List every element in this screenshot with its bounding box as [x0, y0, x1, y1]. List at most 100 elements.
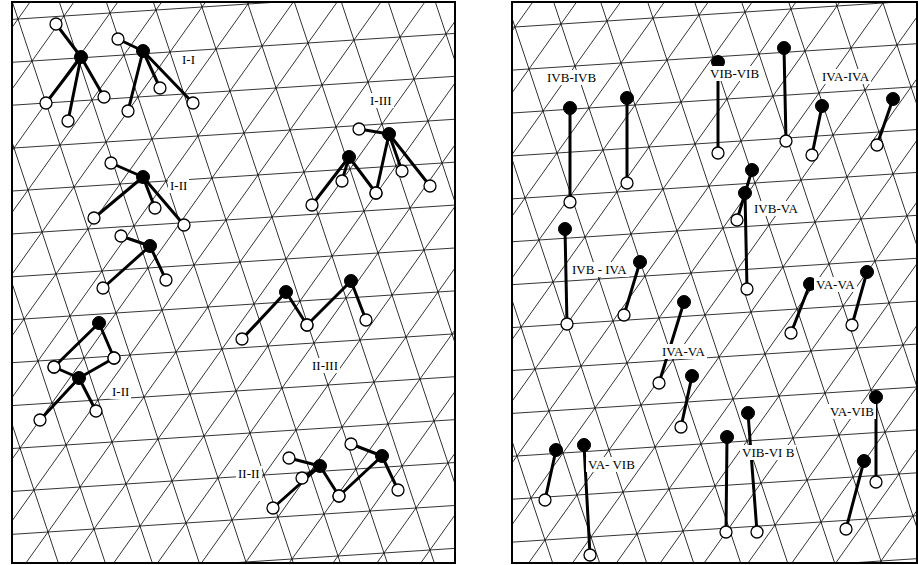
lattice-line [512, 2, 918, 563]
filled-atom [73, 372, 86, 385]
lattice-line [512, 2, 918, 563]
filled-atom [75, 51, 88, 64]
bond-line [846, 461, 864, 529]
open-atom [751, 526, 763, 538]
pair-label: IVA-IVA [820, 69, 871, 84]
lattice-line [625, 2, 918, 563]
pair-label: IVB-VA [752, 201, 800, 216]
bond-line [812, 106, 822, 155]
lattice-line [12, 225, 455, 485]
pair-label: I-III [368, 93, 394, 108]
lattice-line [512, 2, 918, 563]
lattice-line [579, 2, 918, 563]
open-atom [780, 135, 792, 147]
lattice-line [512, 2, 918, 563]
open-atom [806, 149, 818, 161]
open-atom [345, 438, 357, 450]
lattice-line [426, 2, 455, 563]
lattice-line [512, 2, 918, 563]
open-atom [336, 175, 348, 187]
filled-atom [858, 455, 871, 468]
filled-atom [343, 151, 356, 164]
lattice-line [104, 2, 455, 563]
lattice-line [512, 2, 647, 563]
lattice-line [12, 2, 455, 563]
lattice-line [12, 2, 455, 563]
lattice-line [512, 2, 918, 563]
lattice-line [512, 2, 918, 563]
bond-line [242, 292, 286, 339]
lattice-line [129, 2, 455, 563]
filled-atom [686, 370, 699, 383]
lattice-line [12, 267, 455, 527]
bond-line [389, 134, 430, 186]
bond-line [745, 193, 747, 289]
lattice-line [405, 2, 455, 563]
filled-atom [314, 460, 327, 473]
lattice-line [512, 2, 918, 563]
lattice-line [12, 2, 455, 563]
filled-atom [550, 444, 563, 457]
lattice-line [12, 2, 193, 563]
filled-atom [742, 407, 755, 420]
lattice-line [696, 2, 918, 563]
lattice-line [512, 2, 831, 563]
lattice-line [512, 2, 918, 563]
filled-atom [816, 100, 829, 113]
lattice-line [512, 2, 918, 563]
filled-atom [383, 128, 396, 141]
open-atom [301, 319, 313, 331]
lattice-line [12, 393, 455, 563]
lattice-line [512, 2, 918, 563]
open-atom [653, 377, 665, 389]
open-atom [34, 414, 46, 426]
filled-atom [93, 317, 106, 330]
lattice-line [12, 183, 455, 443]
lattice-line [512, 2, 918, 563]
lattice-line [512, 446, 918, 563]
lattice-line [809, 2, 918, 563]
open-atom [539, 494, 551, 506]
lattice-line [512, 2, 918, 563]
lattice-line [512, 488, 918, 563]
lattice-line [12, 2, 455, 563]
open-atom [424, 180, 436, 192]
open-atom [105, 157, 117, 169]
lattice-line [12, 2, 80, 563]
bond-line [312, 157, 349, 205]
lattice-line [880, 2, 918, 563]
lattice-line [12, 99, 455, 359]
lattice-line [512, 2, 918, 563]
open-atom [584, 549, 596, 561]
lattice-line [512, 2, 918, 563]
lattice-line [12, 2, 455, 563]
bond-line [545, 450, 556, 500]
lattice-line [512, 2, 918, 563]
filled-atom [280, 286, 293, 299]
lattice-line [512, 2, 918, 563]
open-atom [178, 219, 190, 231]
pair-label: II-III [310, 358, 340, 373]
lattice-line [512, 2, 918, 202]
filled-atom [578, 439, 591, 452]
lattice-line [512, 236, 918, 496]
lattice-line [512, 2, 918, 563]
lattice-line [512, 2, 668, 563]
lattice-line [512, 2, 918, 563]
open-atom [870, 476, 882, 488]
lattice-line [512, 2, 918, 563]
pair-label: I-I [180, 52, 197, 67]
bond-line [659, 302, 684, 383]
pair-label: VIB-VIB [708, 66, 761, 81]
lattice-line [512, 2, 918, 563]
pair-label: VA-VIB [828, 404, 876, 419]
open-atom [396, 165, 408, 177]
filled-atom [887, 93, 900, 106]
lattice-line [196, 2, 455, 563]
open-atom [370, 187, 382, 199]
filled-atom [721, 431, 734, 444]
lattice-line [512, 2, 918, 563]
open-atom [370, 187, 382, 199]
open-atom [48, 361, 60, 373]
open-atom [108, 352, 120, 364]
